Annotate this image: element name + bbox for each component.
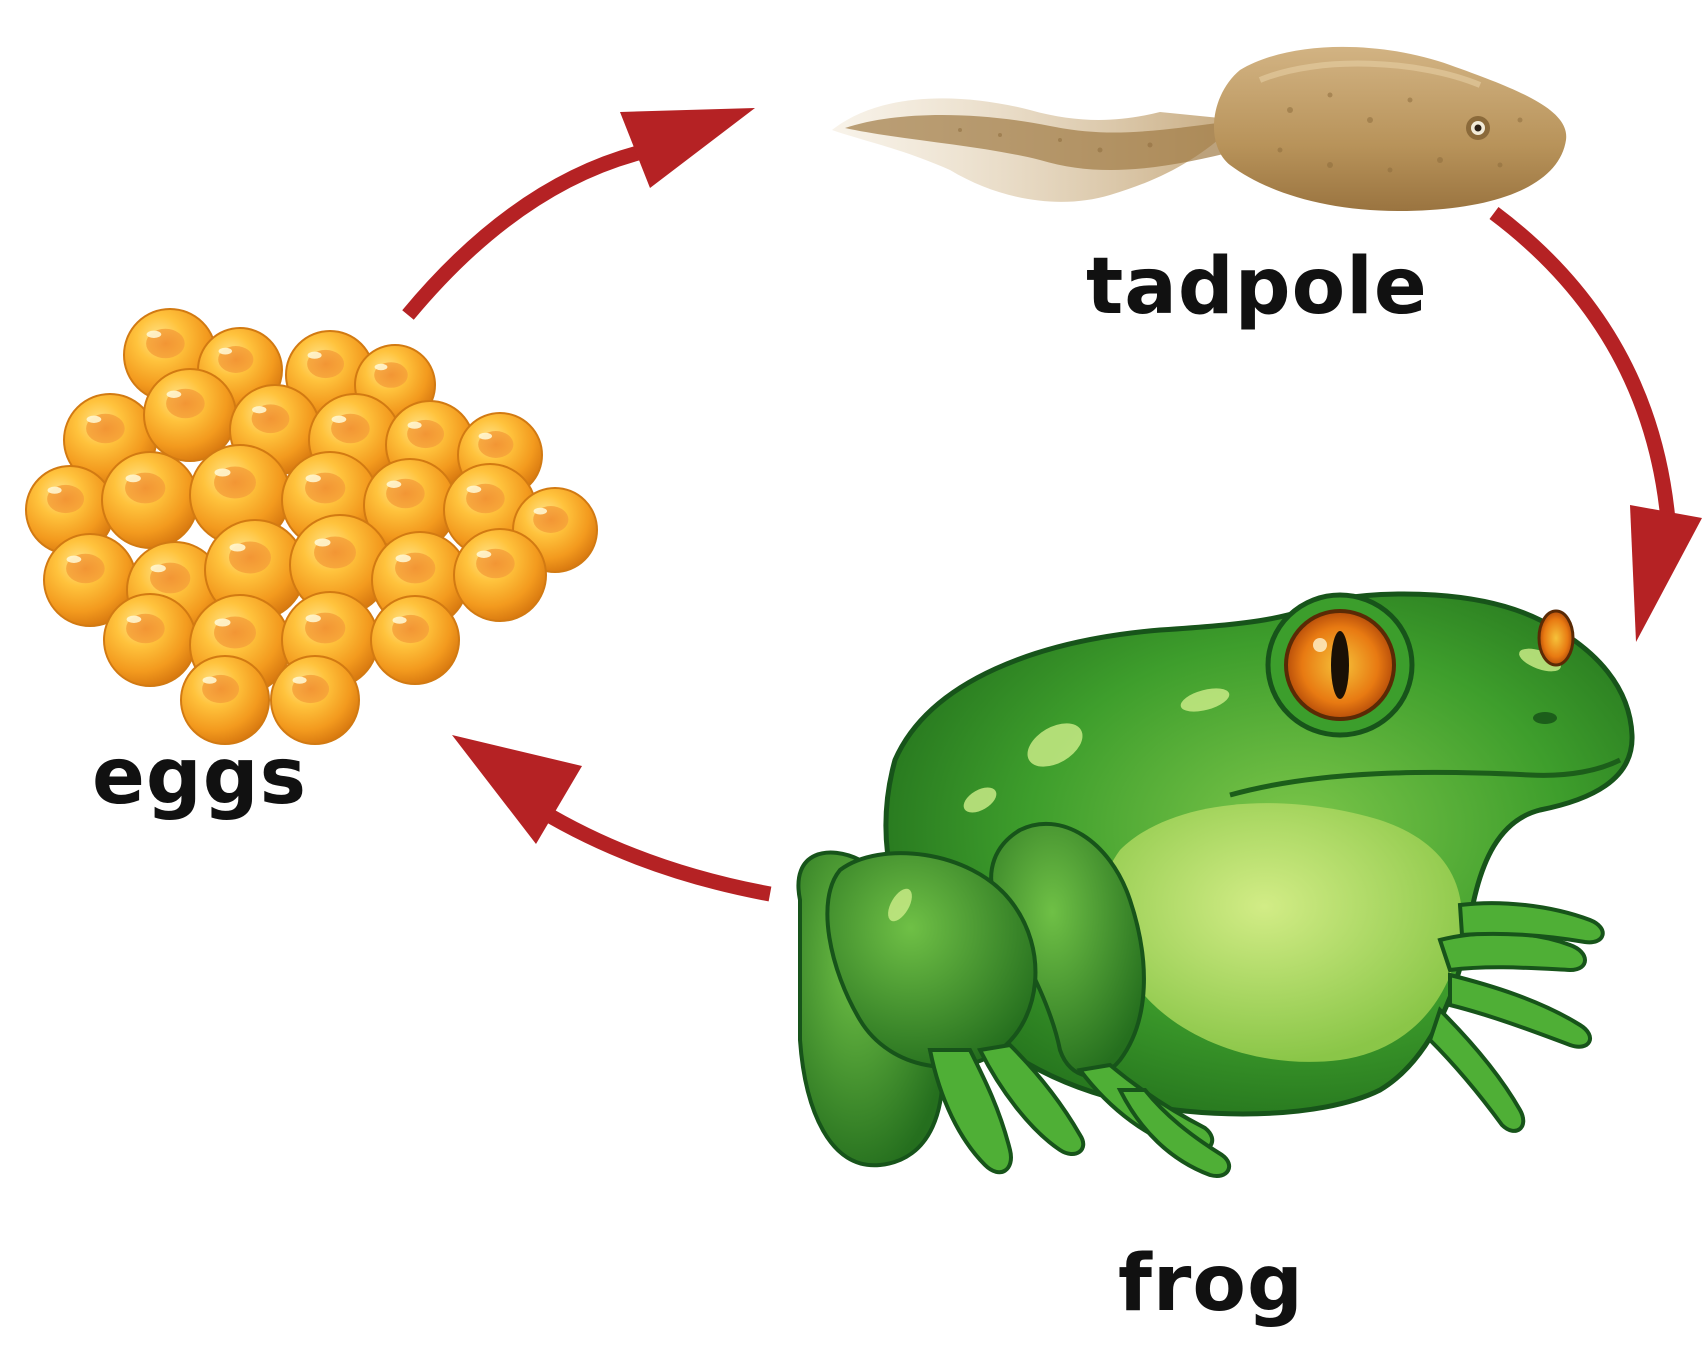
frog-icon xyxy=(798,594,1632,1176)
egg-highlight xyxy=(48,487,62,494)
arrow-eggs-to-tadpole xyxy=(408,108,755,315)
tadpole-icon xyxy=(832,47,1566,211)
egg-highlight xyxy=(203,677,217,684)
egg-highlight xyxy=(219,348,232,355)
egg-highlight xyxy=(230,544,246,552)
label-tadpole: tadpole xyxy=(1086,248,1428,326)
egg-highlight xyxy=(477,551,492,558)
egg-highlight xyxy=(147,331,162,338)
egg-highlight xyxy=(375,364,388,370)
egg-highlight xyxy=(479,433,492,440)
egg-highlight xyxy=(151,565,166,573)
arrow-tadpole-to-frog xyxy=(1494,213,1702,642)
egg-highlight xyxy=(67,556,82,563)
egg-highlight xyxy=(408,422,422,429)
egg-highlight xyxy=(306,475,321,483)
egg-highlight xyxy=(306,615,321,623)
egg-highlight xyxy=(393,617,407,624)
egg-highlight xyxy=(315,539,331,547)
egg-highlight xyxy=(308,352,322,359)
label-frog: frog xyxy=(1118,1245,1304,1323)
egg-highlight xyxy=(396,555,411,563)
egg-highlight xyxy=(293,677,307,684)
egg-highlight xyxy=(215,469,231,477)
egg-highlight xyxy=(332,416,347,423)
egg-highlight xyxy=(387,481,402,488)
egg-highlight xyxy=(126,475,141,483)
label-eggs: eggs xyxy=(92,738,307,816)
frog-eggs-icon xyxy=(26,309,597,744)
egg-highlight xyxy=(252,406,266,413)
egg-highlight xyxy=(467,486,482,493)
egg-highlight xyxy=(87,416,102,423)
egg-highlight xyxy=(167,391,182,398)
egg-highlight xyxy=(127,616,142,623)
egg-highlight xyxy=(534,508,547,515)
arrow-frog-to-eggs xyxy=(452,735,770,894)
egg-highlight xyxy=(215,619,231,627)
